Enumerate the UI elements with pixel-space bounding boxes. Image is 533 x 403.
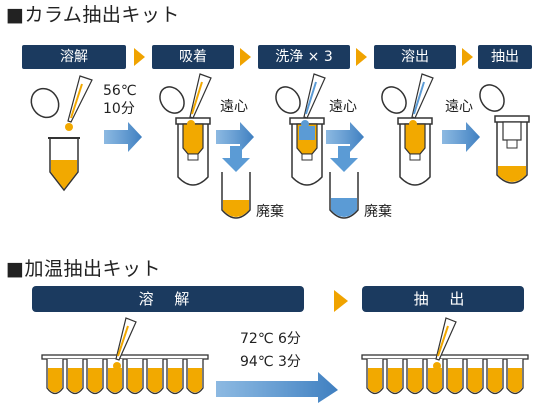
arrow-right-icon bbox=[104, 122, 142, 152]
heat-kit-title: ■加温抽出キット bbox=[6, 258, 161, 280]
tube-strip-left-icon bbox=[41, 317, 209, 395]
collection-tube-icon bbox=[479, 84, 530, 184]
step-box-dissolve: 溶解 bbox=[22, 45, 126, 69]
waste-label-2: 廃棄 bbox=[364, 204, 392, 220]
heat-condition-2: 94℃ 3分 bbox=[240, 354, 301, 370]
spin-column-elute-icon bbox=[381, 73, 434, 186]
tube-strip-right-icon bbox=[361, 317, 529, 395]
chevron-icon bbox=[462, 48, 473, 66]
heat-condition-1: 72℃ 6分 bbox=[240, 331, 301, 347]
arrow-right-icon bbox=[442, 122, 480, 152]
centrifuge-label-3: 遠心 bbox=[445, 99, 473, 115]
pipette-icon bbox=[65, 75, 93, 131]
step-box-adsorb: 吸着 bbox=[152, 45, 234, 69]
chevron-icon bbox=[134, 48, 145, 66]
arrow-right-icon bbox=[216, 372, 338, 403]
step-box-wash: 洗浄 × 3 bbox=[258, 45, 350, 69]
centrifuge-label-1: 遠心 bbox=[220, 99, 248, 115]
arrow-down-icon bbox=[330, 146, 358, 172]
spin-column-wash-icon bbox=[275, 73, 326, 186]
waste-tube-orange-icon bbox=[221, 172, 251, 219]
step-box-elute: 溶出 bbox=[374, 45, 456, 69]
waste-tube-blue-icon bbox=[329, 172, 359, 219]
centrifuge-label-2: 遠心 bbox=[329, 99, 357, 115]
step-box-extract: 抽出 bbox=[478, 45, 532, 69]
chevron-icon bbox=[240, 48, 251, 66]
arrow-right-icon bbox=[326, 122, 364, 152]
chevron-icon bbox=[356, 48, 367, 66]
column-kit-title: ■カラム抽出キット bbox=[6, 4, 180, 26]
arrow-right-icon bbox=[216, 122, 254, 152]
heat-step-box-extract: 抽 出 bbox=[362, 286, 524, 312]
sample-tube-icon bbox=[30, 87, 80, 192]
waste-label-1: 廃棄 bbox=[256, 204, 284, 220]
spin-column-adsorb-icon bbox=[159, 73, 212, 186]
arrow-down-icon bbox=[222, 146, 250, 172]
incubation-temp-label: 56℃ bbox=[103, 83, 137, 99]
heat-step-box-dissolve: 溶 解 bbox=[32, 286, 304, 312]
chevron-icon bbox=[334, 290, 348, 312]
incubation-time-label: 10分 bbox=[103, 101, 135, 117]
